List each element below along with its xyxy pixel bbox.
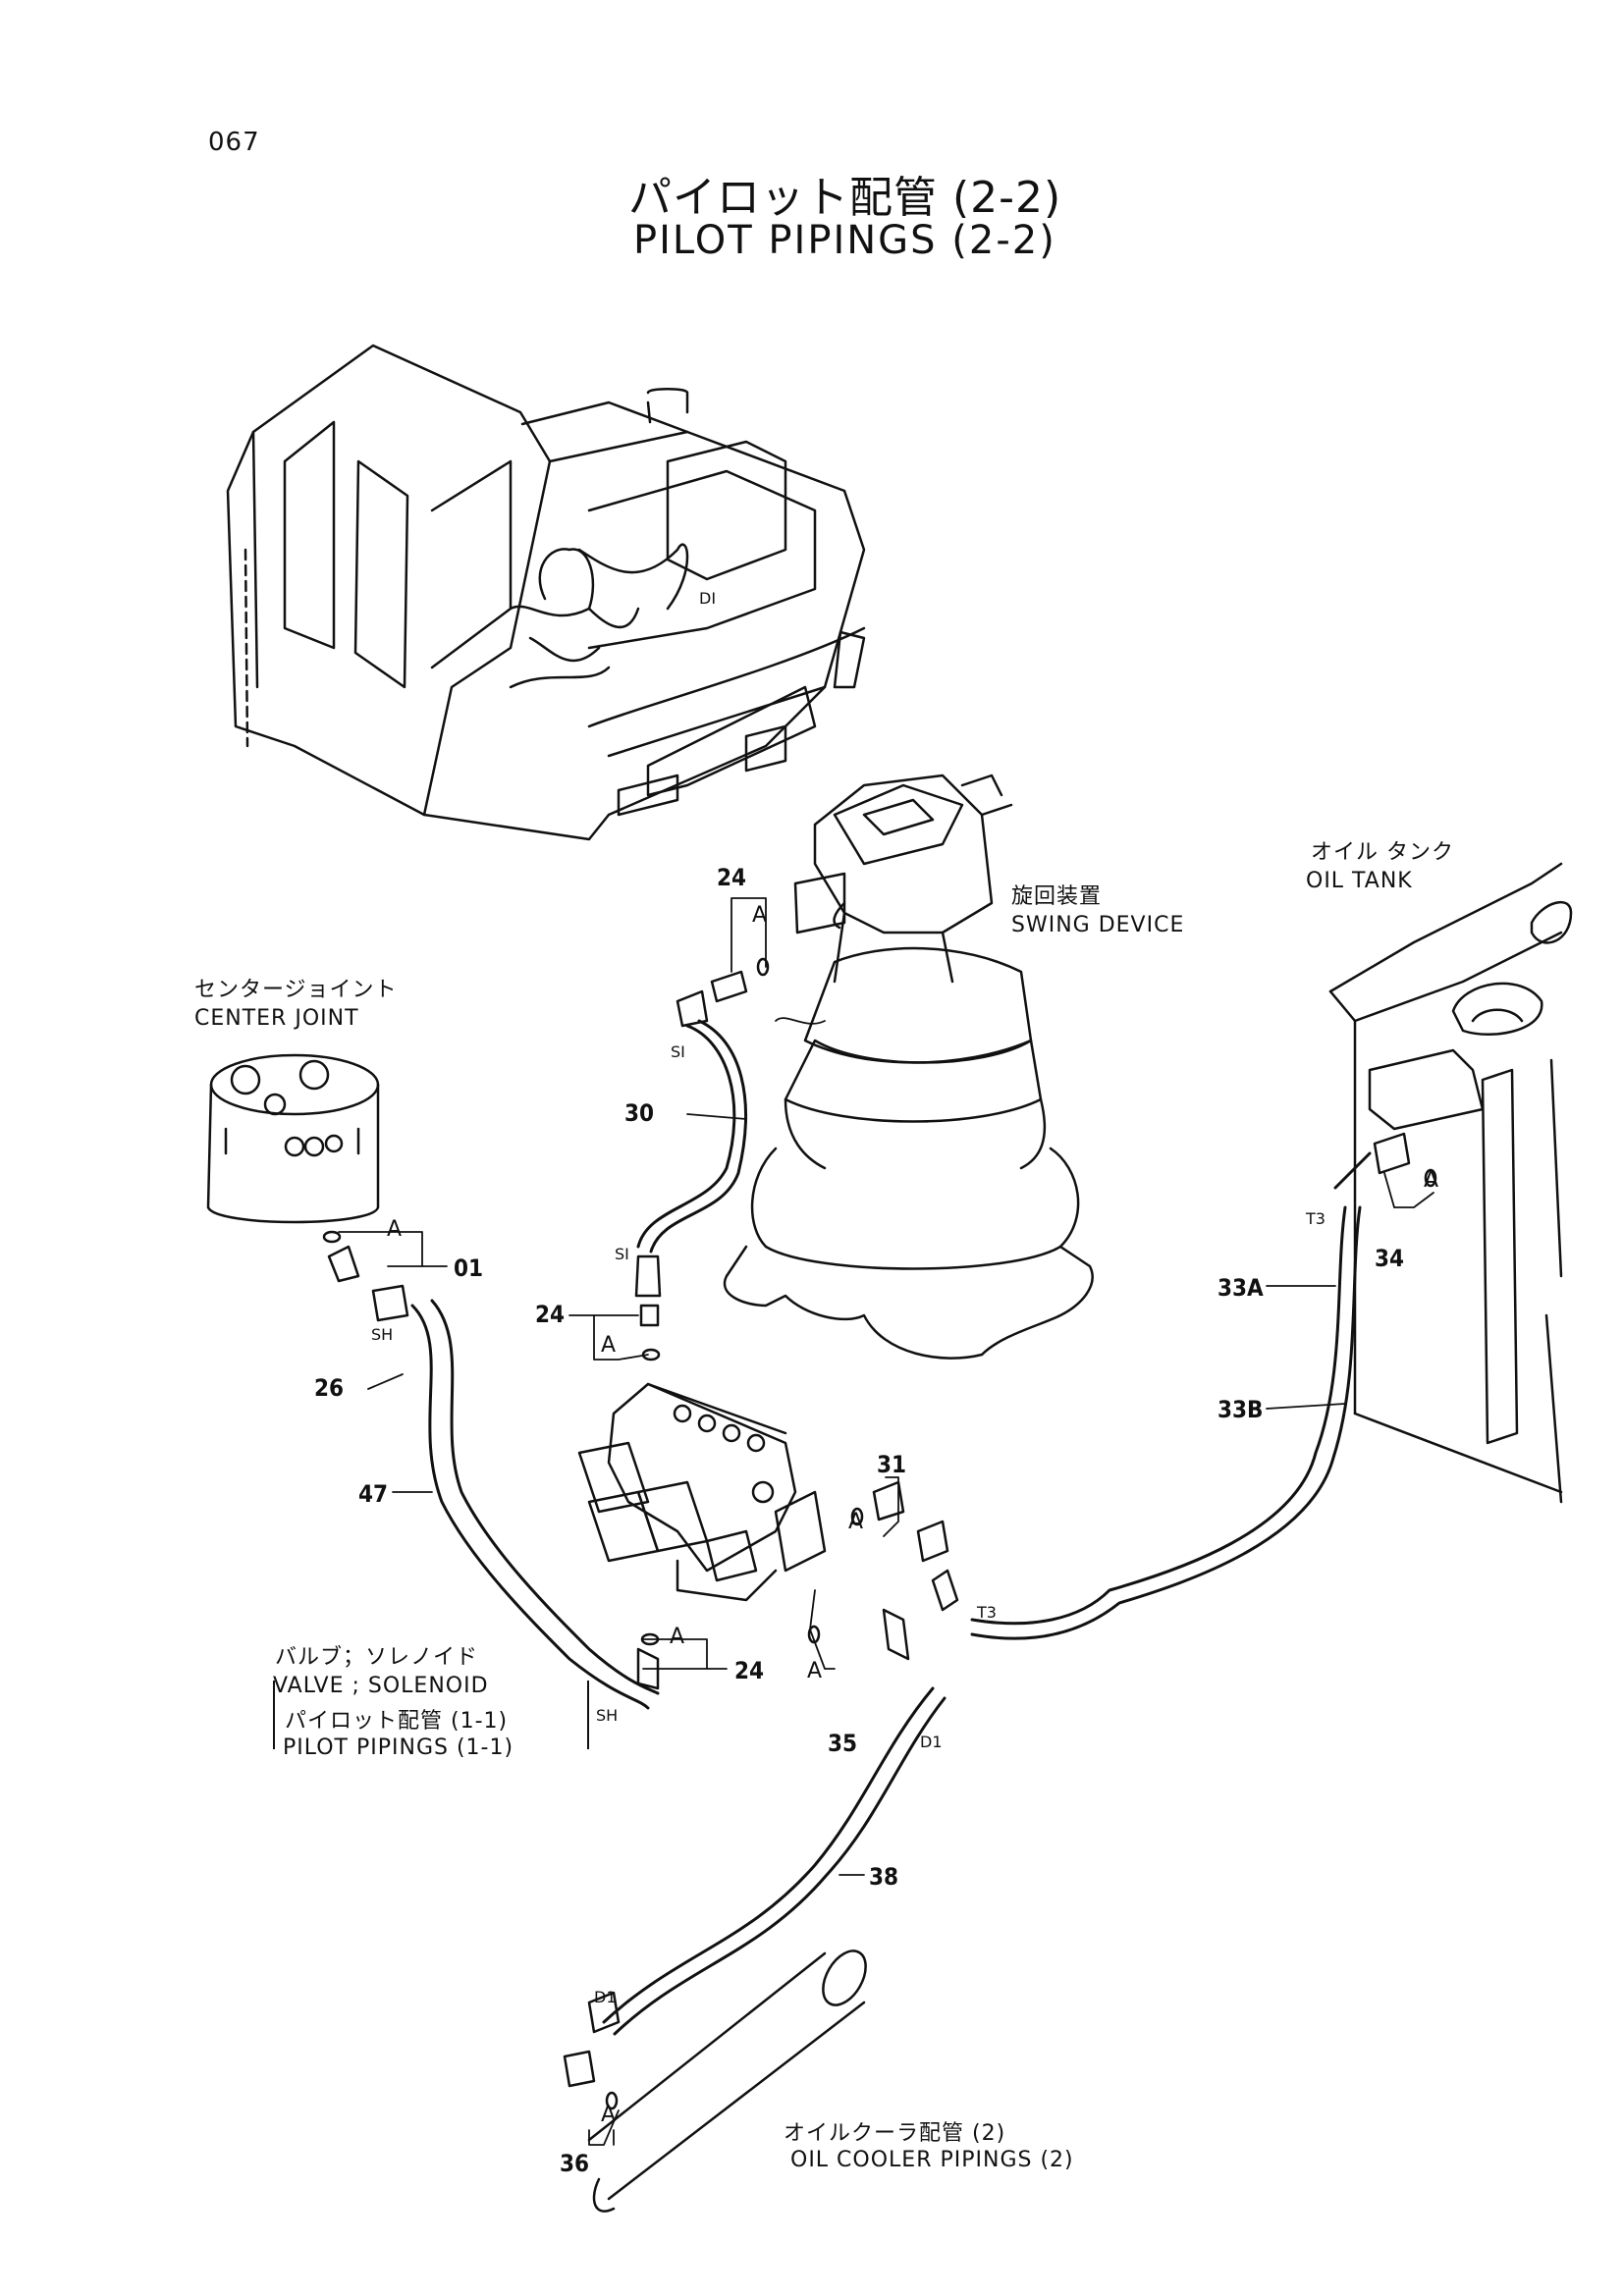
- valve-solenoid-label-jp: バルブ；ソレノイド: [275, 1645, 479, 1670]
- leader-lines: [338, 897, 1434, 2146]
- part-number: 24: [734, 1657, 765, 1684]
- part-number: 01: [454, 1255, 484, 1282]
- port-label: SI: [615, 1245, 629, 1263]
- port-label: T3: [977, 1603, 997, 1622]
- port-label: DI: [699, 589, 717, 608]
- detail-mark: A: [752, 903, 769, 928]
- port-label: SH: [371, 1325, 394, 1344]
- hose-47: [410, 1299, 660, 1710]
- hose-38: [602, 1686, 947, 2036]
- title-en: PILOT PIPINGS (2-2): [633, 218, 1056, 263]
- valve-solenoid-label-en: VALVE ; SOLENOID: [273, 1674, 489, 1698]
- fittings: [327, 970, 1411, 2088]
- title-jp: パイロット配管 (2-2): [628, 173, 1062, 223]
- detail-mark: A: [670, 1625, 686, 1649]
- part-number: 33B: [1217, 1396, 1264, 1423]
- part-number: 31: [877, 1451, 907, 1478]
- valve-solenoid-illustration: [577, 1382, 827, 1602]
- excavator-illustration: [226, 344, 866, 841]
- swing-device-illustration: [723, 774, 1094, 1360]
- detail-mark: A: [807, 1659, 824, 1683]
- detail-mark: A: [1424, 1168, 1440, 1193]
- oil-tank-label-jp: オイル タンク: [1311, 840, 1454, 865]
- part-number: 36: [560, 2150, 590, 2177]
- detail-mark: A: [601, 1333, 618, 1358]
- hose-30: [636, 1019, 747, 1254]
- port-label: SI: [671, 1042, 685, 1061]
- oil-tank-label-en: OIL TANK: [1306, 869, 1413, 893]
- port-label: T3: [1306, 1209, 1325, 1228]
- part-number: 30: [624, 1099, 655, 1127]
- port-label: SH: [596, 1706, 619, 1725]
- part-number: 33A: [1217, 1274, 1264, 1302]
- o-rings: [322, 957, 1437, 2110]
- oil-cooler-label-en: OIL COOLER PIPINGS (2): [790, 2148, 1074, 2172]
- port-label: D1: [920, 1733, 943, 1751]
- part-number: 26: [314, 1374, 345, 1402]
- part-number: 24: [717, 864, 747, 891]
- center-joint-illustration: [206, 1053, 380, 1224]
- valve-solenoid-ref-en: PILOT PIPINGS (1-1): [283, 1735, 514, 1760]
- detail-mark: A: [848, 1510, 865, 1534]
- port-label: D1: [594, 1988, 617, 2006]
- oil-tank-illustration: [1328, 862, 1573, 1504]
- detail-mark: A: [601, 2103, 618, 2127]
- detail-mark: A: [387, 1217, 404, 1242]
- part-number: 34: [1375, 1245, 1405, 1272]
- swing-device-label-en: SWING DEVICE: [1011, 913, 1185, 937]
- part-number: 24: [535, 1301, 566, 1328]
- oil-cooler-label-jp: オイルクーラ配管 (2): [784, 2121, 1006, 2146]
- swing-device-label-jp: 旋回装置: [1011, 884, 1103, 909]
- oil-cooler-pipe-illustration: [587, 1949, 867, 2213]
- page-number: 067: [208, 128, 260, 157]
- hose-33: [970, 1151, 1372, 1640]
- part-number: 35: [828, 1730, 858, 1757]
- center-joint-label-en: CENTER JOINT: [194, 1006, 359, 1031]
- part-number: 47: [358, 1480, 389, 1508]
- center-joint-label-jp: センタージョイント: [194, 978, 398, 1002]
- reference-bracket: [273, 1681, 589, 1749]
- valve-solenoid-ref-jp: パイロット配管 (1-1): [285, 1709, 509, 1734]
- part-number: 38: [869, 1863, 899, 1891]
